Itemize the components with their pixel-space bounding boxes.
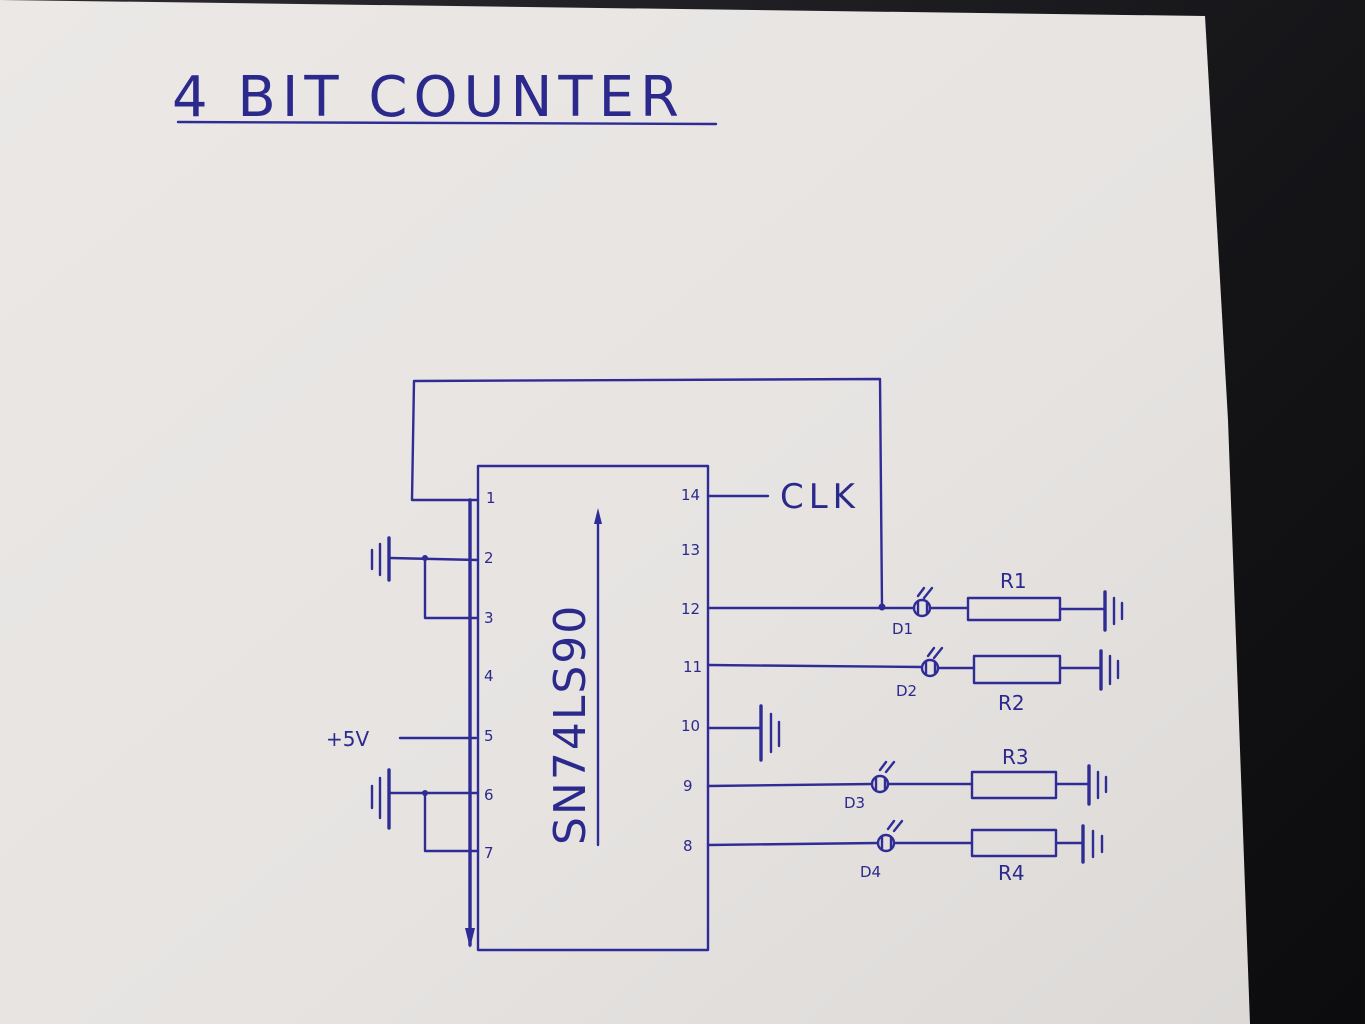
led-label: D3: [844, 794, 865, 812]
resistor-r3: [970, 764, 1108, 806]
led-d3: [870, 760, 974, 794]
led-label: D4: [860, 863, 881, 881]
pin-number: 6: [484, 786, 494, 804]
pin-number: 2: [484, 549, 494, 567]
pin2-ground-wire: [388, 556, 480, 562]
ground-icon: [370, 536, 391, 582]
pin-number: 7: [484, 844, 494, 862]
ic-part-number: SN74LS90: [545, 604, 596, 845]
diagram-title: 4 BIT COUNTER: [172, 65, 685, 130]
resistor-label: R4: [998, 861, 1025, 885]
pin-number: 13: [681, 541, 700, 559]
resistor-label: R1: [1000, 569, 1027, 593]
label-arrow-icon: [594, 508, 602, 524]
supply-label: +5V: [326, 727, 369, 751]
pin8-output-wire: [706, 841, 880, 847]
pin-number: 5: [484, 727, 494, 745]
resistor-r4: [970, 824, 1104, 864]
title-underline: [176, 120, 718, 126]
resistor-r1: [966, 590, 1124, 632]
resistor-r2: [972, 649, 1120, 691]
left-pin-numbers: 1 2 3 4 5 6 7: [484, 489, 496, 862]
pin-number: 4: [484, 667, 494, 685]
ic-part-label-group: SN74LS90: [545, 604, 596, 845]
pin-number: 12: [681, 600, 700, 618]
rail-arrow-icon: [465, 928, 475, 948]
pin-number: 3: [484, 609, 494, 627]
ground-icon: [759, 704, 781, 762]
led-d4: [876, 819, 974, 853]
paper-surface: [0, 0, 1250, 1024]
ground-icon: [370, 768, 391, 830]
pin-number: 9: [683, 777, 693, 795]
feedback-wire: [410, 377, 884, 609]
right-pin-numbers: 14 13 12 11 10 9 8: [681, 486, 702, 855]
junction-dot: [878, 603, 886, 611]
led-label: D2: [896, 682, 917, 700]
junction-dot: [422, 555, 428, 561]
pin-number: 14: [681, 486, 700, 504]
led-d2: [920, 646, 976, 678]
pin7-ground-wire: [423, 791, 480, 853]
led-label: D1: [892, 620, 913, 638]
junction-dot: [422, 790, 428, 796]
resistor-label: R3: [1002, 745, 1029, 769]
pin-number: 8: [683, 837, 693, 855]
clock-label: CLK: [780, 477, 860, 517]
pin-number: 1: [486, 489, 496, 507]
pin3-ground-wire: [423, 556, 480, 620]
ic-body: [476, 464, 710, 952]
pin-number: 11: [683, 658, 702, 676]
pin-number: 10: [681, 717, 700, 735]
led-d1: [912, 586, 970, 618]
pin9-output-wire: [706, 782, 874, 788]
resistor-label: R2: [998, 691, 1025, 715]
pin11-output-wire: [706, 663, 924, 669]
